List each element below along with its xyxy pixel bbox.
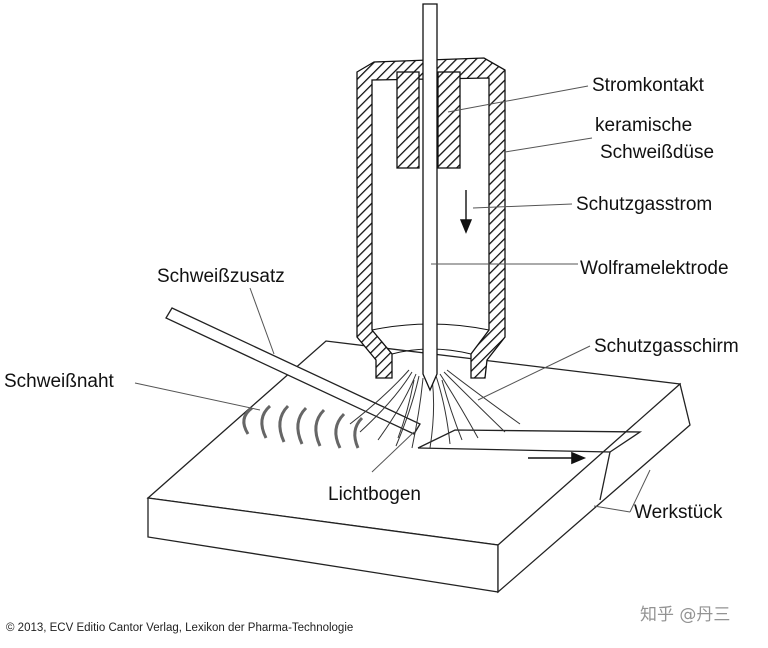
- label-lichtbogen: Lichtbogen: [328, 484, 421, 505]
- label-werkstueck: Werkstück: [634, 502, 723, 523]
- tungsten-electrode: [422, 3, 438, 392]
- label-wolframelektrode: Wolframelektrode: [580, 258, 729, 279]
- copyright-notice: © 2013, ECV Editio Cantor Verlag, Lexiko…: [6, 622, 354, 634]
- current-contact: [396, 71, 461, 169]
- leader-lines: [134, 85, 651, 513]
- filler-rod: [165, 307, 421, 435]
- label-schutzgasschirm: Schutzgasschirm: [594, 336, 739, 357]
- label-schweissnaht: Schweißnaht: [4, 371, 114, 392]
- label-schweissduese: Schweißdüse: [600, 142, 715, 163]
- watermark: 知乎 @丹三: [640, 605, 731, 625]
- label-keramische: keramische: [595, 115, 693, 136]
- workpiece: [146, 340, 691, 594]
- gas-flow-arrow: [459, 190, 473, 234]
- weld-direction-arrow: [528, 451, 587, 465]
- label-stromkontakt: Stromkontakt: [592, 75, 704, 96]
- label-schutzgasstrom: Schutzgasstrom: [576, 194, 713, 215]
- weld-seam: [242, 404, 364, 449]
- label-schweisszusatz: Schweißzusatz: [157, 266, 285, 287]
